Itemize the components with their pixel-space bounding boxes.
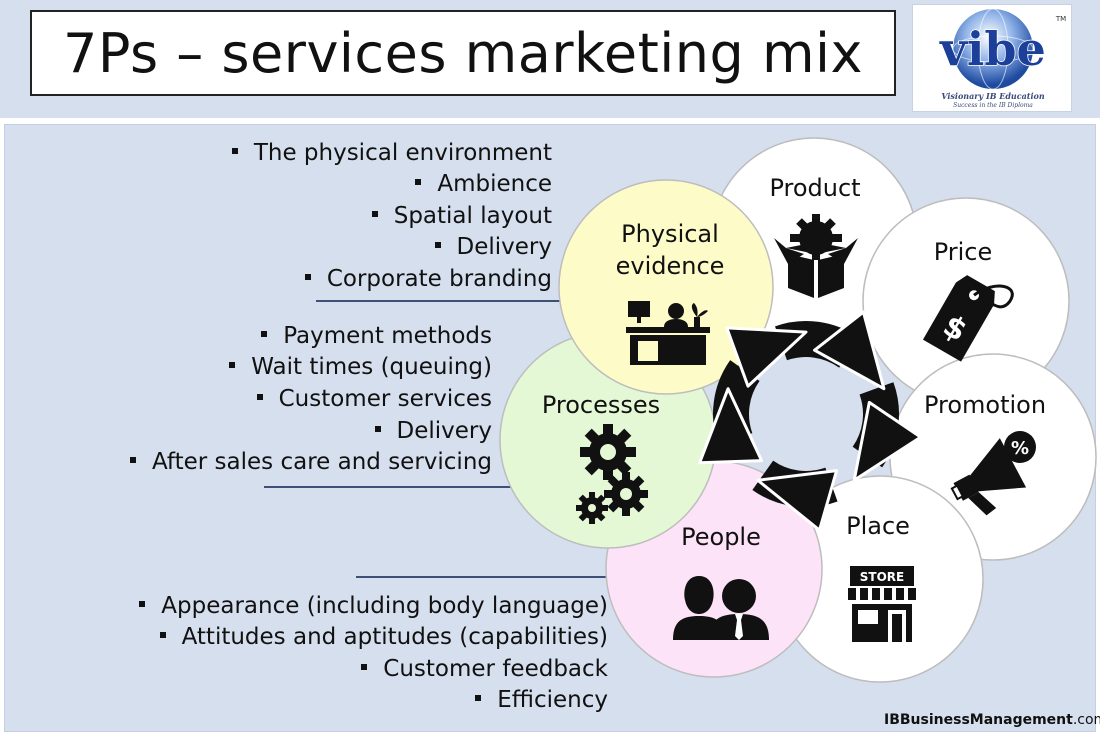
logo-text: vibe TM <box>938 15 1066 77</box>
people-point: Customer feedback <box>361 655 608 683</box>
price-tag-icon: $ <box>922 275 1014 362</box>
physical-evidence-circle <box>558 179 774 395</box>
title-box: 7Ps – services marketing mix <box>30 10 896 96</box>
price-label: Price <box>933 238 993 266</box>
physical-evidence-point: Delivery <box>434 233 552 261</box>
people-point: Appearance (including body language) <box>139 592 608 620</box>
svg-text:%: % <box>1011 438 1029 459</box>
website-credit: IBBusinessManagement.com <box>884 712 1100 728</box>
people-icon <box>673 576 769 640</box>
store-icon: STORE <box>848 566 916 642</box>
page-title: 7Ps – services marketing mix <box>62 21 864 85</box>
promotion-label: Promotion <box>923 391 1047 419</box>
place-label: Place <box>846 512 910 540</box>
logo-tagline: Visionary IB Education <box>941 91 1045 101</box>
box-gear-icon <box>774 214 858 298</box>
people-point: Attitudes and aptitudes (capabilities) <box>159 623 608 651</box>
product-label: Product <box>769 174 861 202</box>
svg-text:STORE: STORE <box>860 570 904 584</box>
processes-point: Customer services <box>256 385 492 413</box>
reception-desk-icon <box>626 301 710 365</box>
globe-logo-icon <box>952 8 1034 90</box>
megaphone-icon: % <box>950 431 1036 516</box>
physical-evidence-label-line2: evidence <box>615 252 725 280</box>
logo-subtagline: Success in the IB Diploma <box>953 102 1033 109</box>
physical-evidence-point: Ambience <box>415 170 552 198</box>
svg-text:vibe: vibe <box>939 22 1046 76</box>
physical-evidence-label-line1: Physical <box>621 220 719 248</box>
processes-point: Delivery <box>374 417 492 445</box>
people-label: People <box>681 523 761 551</box>
physical-evidence-point: Spatial layout <box>371 202 552 230</box>
physical-evidence-point: The physical environment <box>231 139 552 167</box>
svg-text:TM: TM <box>1055 15 1066 23</box>
vibe-logo: vibe TM Visionary IB Education Success i… <box>912 4 1072 112</box>
people-point: Efficiency <box>475 686 608 714</box>
processes-label: Processes <box>541 391 661 419</box>
processes-point: Wait times (queuing) <box>229 353 492 381</box>
processes-point: After sales care and servicing <box>130 448 492 476</box>
physical-evidence-point: Corporate branding <box>304 265 552 293</box>
processes-point: Payment methods <box>261 322 492 350</box>
